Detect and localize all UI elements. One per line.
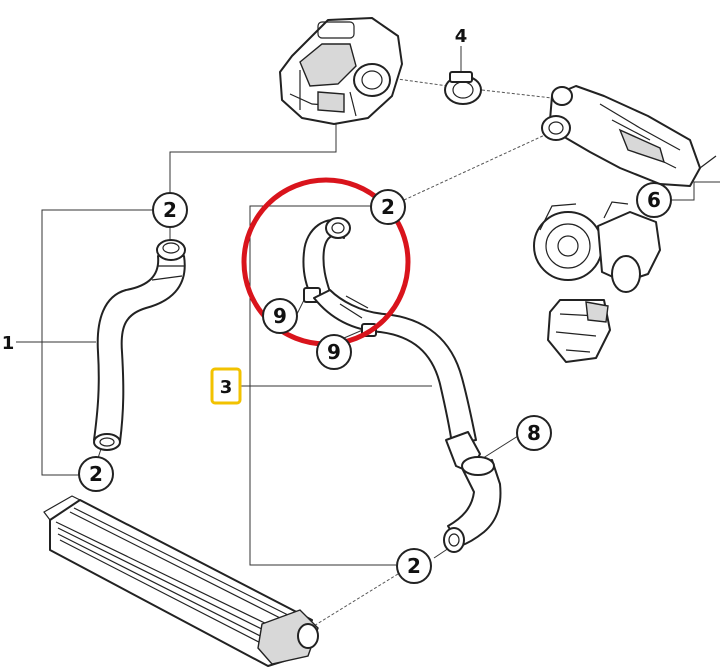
callout-2-b-text: 2	[89, 462, 103, 486]
callout-9-a-text: 9	[273, 304, 287, 328]
leader-2-throttle	[169, 120, 337, 192]
callout-8[interactable]: 8	[516, 415, 552, 451]
leader-8	[479, 435, 519, 461]
leader-throttle-clamp	[389, 77, 449, 87]
leader-6	[672, 181, 720, 201]
callout-2-d-text: 2	[407, 554, 421, 578]
label-1[interactable]: 1	[2, 333, 15, 354]
intake-pipe-part	[541, 85, 717, 187]
callout-2-c-text: 2	[381, 195, 395, 219]
callout-9-b[interactable]: 9	[316, 334, 352, 370]
callout-6[interactable]: 6	[636, 182, 672, 218]
bracket-1	[41, 209, 152, 476]
leader-2-intercooler	[303, 573, 399, 633]
intercooler-part	[43, 495, 319, 667]
callout-6-text: 6	[647, 188, 661, 212]
clamp-4-part	[444, 71, 482, 105]
callout-2-c[interactable]: 2	[370, 189, 406, 225]
leader-2-turbo	[403, 127, 561, 201]
turbocharger-part	[533, 201, 661, 363]
callout-2-a-text: 2	[163, 198, 177, 222]
highlight-box	[210, 367, 242, 405]
callout-9-a[interactable]: 9	[262, 298, 298, 334]
label-3-highlighted[interactable]: 3	[210, 367, 242, 405]
hose-1-part	[93, 239, 186, 451]
callout-2-a[interactable]: 2	[152, 192, 188, 228]
hose-lower-part	[443, 456, 502, 553]
label-3: 3	[220, 377, 233, 398]
callout-2-b[interactable]: 2	[78, 456, 114, 492]
leader-clamp-pipe	[481, 89, 553, 99]
callout-2-d[interactable]: 2	[396, 548, 432, 584]
throttle-body-part	[279, 17, 403, 125]
label-4[interactable]: 4	[455, 26, 468, 47]
callout-9-b-text: 9	[327, 340, 341, 364]
callout-8-text: 8	[527, 421, 541, 445]
